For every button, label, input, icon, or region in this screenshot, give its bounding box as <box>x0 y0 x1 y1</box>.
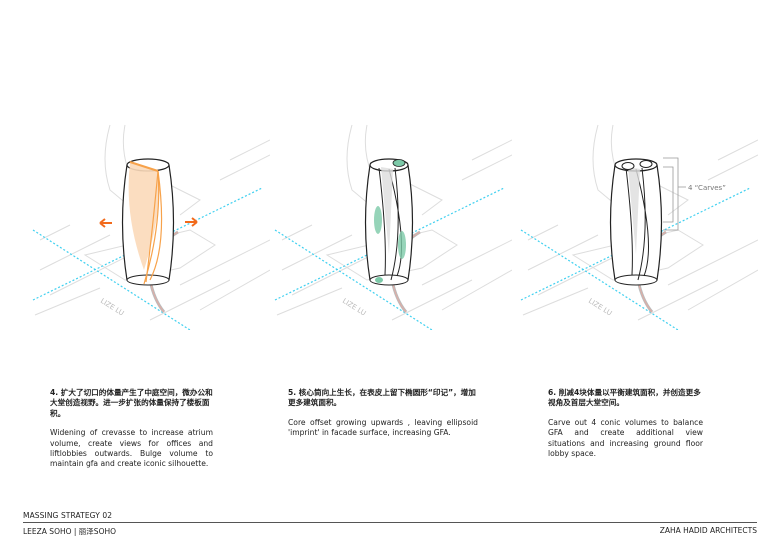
site-context-line <box>276 287 343 316</box>
site-context-line <box>39 224 71 241</box>
crevasse-shading <box>381 167 393 255</box>
site-context-line <box>592 124 629 216</box>
step-4-english-text: Widening of crevasse to increase atrium … <box>50 428 213 469</box>
facade-imprint <box>374 206 382 234</box>
axis-line <box>274 229 433 330</box>
expand-right-arrow-icon <box>185 217 198 227</box>
carves-bracket <box>663 157 686 231</box>
site-context-line <box>281 224 313 241</box>
diagram-step-4: LIZE LU <box>30 120 270 330</box>
site-context-line <box>39 234 111 271</box>
facade-imprint <box>398 231 406 259</box>
site-context-line <box>291 254 373 296</box>
site-context-line <box>687 269 758 311</box>
site-context-line <box>647 179 689 216</box>
step-6-chinese-text: 6. 削减4块体量以平衡建筑面积，并创造更多视角及首层大堂空间。 <box>548 388 701 408</box>
diagram-step-5: LIZE LU <box>272 120 512 330</box>
road-label: LIZE LU <box>341 297 367 318</box>
road-label: LIZE LU <box>99 297 125 318</box>
crevasse-edge <box>149 170 163 281</box>
site-context-line <box>34 287 101 316</box>
site-context-line <box>49 254 131 296</box>
footer-divider <box>23 522 757 523</box>
tower-base <box>614 274 658 286</box>
site-context-line <box>219 154 270 181</box>
site-context-line <box>159 179 201 216</box>
site-context-line <box>199 269 270 311</box>
site-context-line <box>537 254 619 296</box>
crevasse-top <box>129 161 159 172</box>
site-context-line <box>421 239 512 286</box>
core-crevasse-lines <box>625 167 649 281</box>
road-label: LIZE LU <box>587 297 613 318</box>
site-context-line <box>401 179 443 216</box>
diagram-step-6: LIZE LU 4 “Carves” <box>518 120 758 330</box>
step-5-english-text: Core offset growing upwards , leaving el… <box>288 417 478 438</box>
step-4-chinese-text: 4. 扩大了切口的体量产生了中庭空间，微办公和大堂创造视野。进一步扩张的体量保持… <box>50 388 213 418</box>
site-context-line <box>179 239 270 286</box>
project-name: LEEZA SOHO | 丽泽SOHO <box>23 527 117 536</box>
firm-name: ZAHA HADID ARCHITECTS <box>659 526 757 535</box>
site-context-line <box>346 124 383 216</box>
site-context-line <box>441 269 512 311</box>
axis-line <box>520 229 679 330</box>
axis-line <box>32 187 263 301</box>
axis-line <box>274 187 505 301</box>
sheet-title: MASSING STRATEGY 02 <box>23 511 113 520</box>
crevasse-edge <box>145 170 159 283</box>
tower-base <box>126 274 170 286</box>
carves-annotation: 4 “Carves” <box>688 184 726 192</box>
carve-opening <box>639 160 653 168</box>
site-context-line <box>637 279 719 321</box>
crevasse-shading <box>628 167 640 255</box>
site-context-line <box>149 279 231 321</box>
site-context-line <box>461 154 512 181</box>
site-context-line <box>527 234 599 271</box>
step-5-description: 5. 核心筒向上生长，在表皮上留下椭圆形“印记”，增加更多建筑面积。 Core … <box>288 388 478 439</box>
site-context-line <box>522 287 589 316</box>
site-context-line <box>104 124 141 216</box>
base-imprint <box>375 277 383 283</box>
site-context-line <box>527 224 559 241</box>
step-4-description: 4. 扩大了切口的体量产生了中庭空间，微办公和大堂创造视野。进一步扩张的体量保持… <box>50 388 213 470</box>
site-context-line <box>471 139 512 161</box>
step-6-description: 6. 削减4块体量以平衡建筑面积，并创造更多视角及首层大堂空间。 Carve o… <box>548 388 703 459</box>
step-5-chinese-text: 5. 核心筒向上生长，在表皮上留下椭圆形“印记”，增加更多建筑面积。 <box>288 388 476 408</box>
expand-left-arrow-icon <box>99 218 112 228</box>
core-imprint-top <box>392 159 406 167</box>
axis-line <box>32 229 191 330</box>
site-context-line <box>229 139 270 161</box>
atrium-volume <box>128 163 160 270</box>
site-context-line <box>667 239 758 286</box>
site-context-line <box>707 154 758 181</box>
carve-opening <box>621 162 635 170</box>
site-context-line <box>281 234 353 271</box>
site-context-line <box>391 279 473 321</box>
site-context-line <box>717 139 758 161</box>
step-6-english-text: Carve out 4 conic volumes to balance GFA… <box>548 417 703 459</box>
axis-line <box>520 187 751 301</box>
